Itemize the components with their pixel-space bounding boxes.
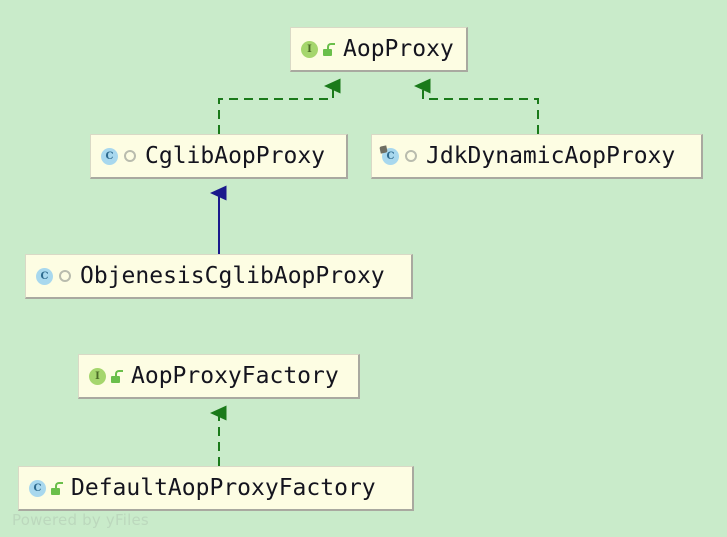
node-objenesis-cglib-aop-proxy[interactable]: C ObjenesisCglibAopProxy	[25, 254, 413, 299]
node-label: CglibAopProxy	[145, 142, 326, 169]
package-circle-icon	[405, 150, 417, 162]
class-badge-icon: C	[379, 144, 399, 165]
edge-jdk-implements-aopproxy	[414, 78, 539, 134]
node-icons: C	[29, 479, 63, 497]
edge-cglib-implements-aopproxy	[218, 78, 341, 134]
node-icons: C	[379, 144, 417, 165]
interface-badge-icon: I	[301, 40, 318, 58]
node-aop-proxy[interactable]: I AopProxy	[290, 27, 468, 72]
class-badge-icon: C	[101, 147, 118, 165]
node-icons: I	[301, 40, 335, 58]
node-cglib-aop-proxy[interactable]: C CglibAopProxy	[90, 134, 348, 179]
open-padlock-icon	[110, 369, 123, 383]
node-label: ObjenesisCglibAopProxy	[80, 262, 385, 289]
open-padlock-icon	[50, 481, 63, 495]
node-label: DefaultAopProxyFactory	[71, 474, 376, 501]
node-jdk-dynamic-aop-proxy[interactable]: C JdkDynamicAopProxy	[371, 134, 703, 179]
node-icons: C	[36, 267, 71, 285]
node-aop-proxy-factory[interactable]: I AopProxyFactory	[78, 354, 360, 399]
final-marker-icon	[379, 144, 388, 154]
node-label: JdkDynamicAopProxy	[426, 142, 676, 169]
class-badge-icon: C	[36, 267, 53, 285]
node-icons: I	[89, 367, 123, 385]
open-padlock-icon	[322, 42, 335, 56]
interface-badge-icon: I	[89, 367, 106, 385]
node-label: AopProxy	[343, 35, 454, 62]
node-icons: C	[101, 147, 136, 165]
yfiles-watermark: Powered by yFiles	[12, 511, 149, 529]
node-label: AopProxyFactory	[131, 362, 339, 389]
class-badge-icon: C	[29, 479, 46, 497]
package-circle-icon	[124, 150, 136, 162]
package-circle-icon	[59, 270, 71, 282]
node-default-aop-proxy-factory[interactable]: C DefaultAopProxyFactory	[18, 466, 414, 511]
